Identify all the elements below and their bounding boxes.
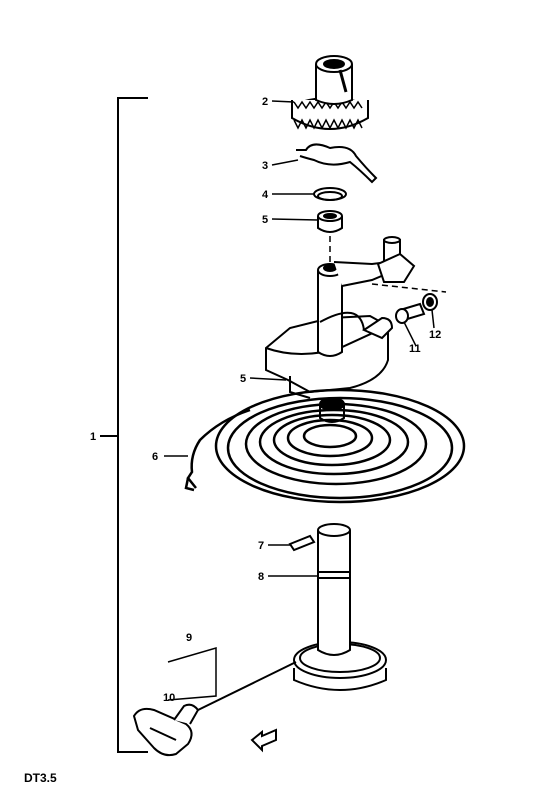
callout-labels: 1 2 3 4 5 5 6 7 8 9 10 11 12 <box>90 96 441 704</box>
bolt-part <box>395 302 426 324</box>
callout-2: 2 <box>262 96 268 108</box>
callout-5-upper: 5 <box>262 214 268 226</box>
callout-12: 12 <box>429 329 441 341</box>
callout-5-lower: 5 <box>240 373 246 385</box>
callout-10: 10 <box>163 692 175 704</box>
callout-11: 11 <box>409 343 421 355</box>
starter-housing <box>265 236 416 399</box>
assembly-bracket <box>100 97 148 753</box>
starter-rope <box>197 661 297 711</box>
starter-handle-part <box>132 703 200 757</box>
rope-bracket <box>167 647 217 701</box>
page-code: DT3.5 <box>24 771 57 785</box>
leader-dashes <box>329 236 447 293</box>
callout-8: 8 <box>258 571 264 583</box>
callout-9: 9 <box>186 632 192 644</box>
gear-part <box>291 55 369 130</box>
callout-1: 1 <box>90 431 96 443</box>
spring-clip-part <box>296 143 378 184</box>
callout-3: 3 <box>262 160 268 172</box>
direction-arrow-icon <box>250 728 277 753</box>
callout-leaders <box>164 100 435 577</box>
bushing-part-upper <box>317 210 343 233</box>
callout-4: 4 <box>262 189 269 201</box>
callout-7: 7 <box>258 540 264 552</box>
pin-part <box>288 534 316 552</box>
washer-part <box>422 293 438 311</box>
recoil-spring-part <box>184 388 466 504</box>
circlip-part <box>313 187 347 201</box>
callout-6: 6 <box>152 451 158 463</box>
shaft-pulley-part <box>293 523 387 691</box>
